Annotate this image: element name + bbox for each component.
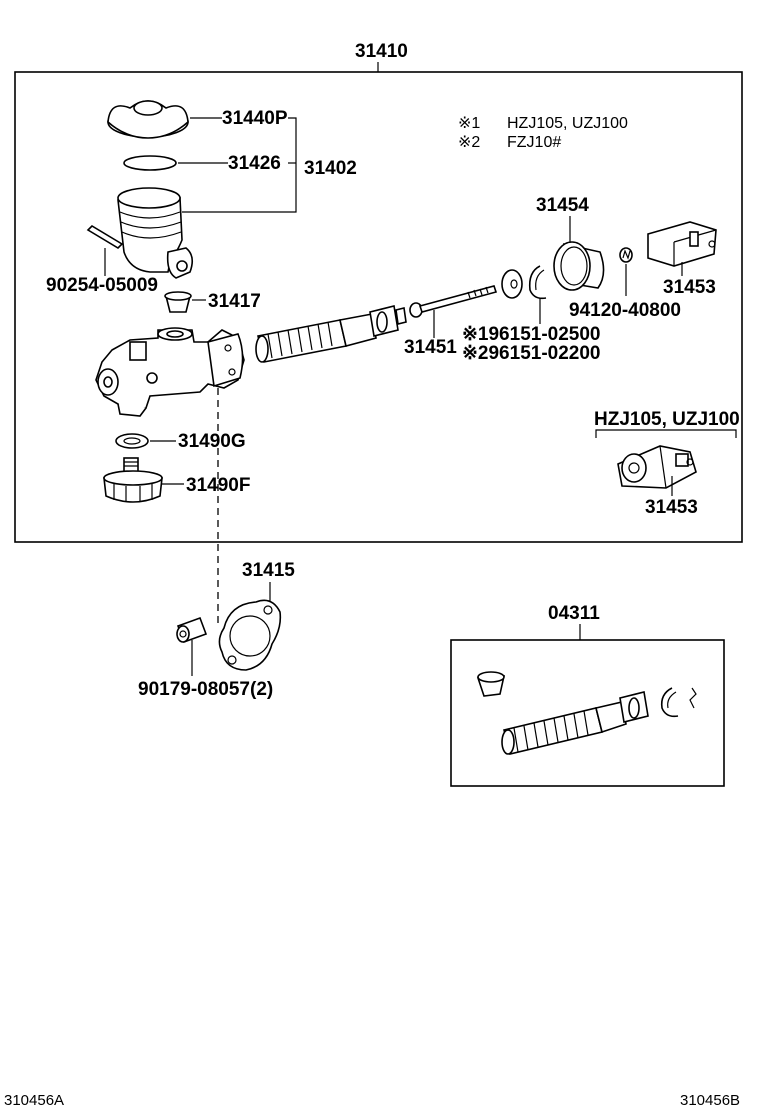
label-31454: 31454 <box>536 195 589 216</box>
label-31426: 31426 <box>228 153 281 174</box>
label-snap-ring-2: ※296151-02200 <box>462 343 600 364</box>
note-2-mark: ※2 <box>458 134 480 151</box>
kit-contents-drawing <box>476 671 697 755</box>
push-rod-drawing <box>418 285 498 313</box>
assembly-number: 31410 <box>355 41 408 62</box>
label-31490g: 31490G <box>178 431 246 452</box>
variant-bracket-label: HZJ105, UZJ100 <box>594 409 740 430</box>
note-1-text: HZJ105, UZJ100 <box>507 115 628 132</box>
grommet-drawing <box>164 291 192 313</box>
footer-right-code: 310456B <box>680 1092 740 1109</box>
label-31415: 31415 <box>242 560 295 581</box>
assembly-box <box>14 71 743 543</box>
kit-number: 04311 <box>548 603 600 624</box>
label-31440p: 31440P <box>222 108 288 129</box>
plug-drawing <box>103 457 163 503</box>
model-notes: ※1 HZJ105, UZJ100 ※2 FZJ10# <box>458 115 628 151</box>
flange-gasket-drawing <box>218 599 282 671</box>
footer-left-code: 310456A <box>4 1092 64 1109</box>
snap-ring-drawing <box>501 265 547 300</box>
gasket-ring-drawing <box>115 433 149 449</box>
label-snap-ring-1: ※196151-02500 <box>462 324 600 345</box>
pin-drawing <box>86 224 124 250</box>
label-31417: 31417 <box>208 291 261 312</box>
clip-drawing <box>619 247 633 263</box>
label-90179-08057: 90179-08057(2) <box>138 679 273 700</box>
connector-variant-drawing <box>617 445 697 489</box>
note-2-text: FZJ10# <box>507 134 561 151</box>
piston-cup-drawing <box>553 241 605 291</box>
reservoir-cap-drawing <box>107 100 189 139</box>
note-1-mark: ※1 <box>458 115 480 132</box>
kit-box <box>450 639 725 787</box>
label-31451: 31451 <box>404 337 457 358</box>
label-31402: 31402 <box>304 158 357 179</box>
gasket-drawing <box>123 155 177 171</box>
label-31453: 31453 <box>663 277 716 298</box>
reservoir-set-bracket <box>182 117 297 213</box>
connector-drawing <box>647 221 717 267</box>
nut-drawing <box>176 616 208 644</box>
reservoir-drawing <box>117 187 194 279</box>
label-94120-40800: 94120-40800 <box>569 300 681 321</box>
label-90254-05009: 90254-05009 <box>46 275 158 296</box>
variant-bracket-line <box>595 429 737 438</box>
piston-spring-drawing <box>255 302 423 363</box>
master-cylinder-drawing <box>95 327 245 417</box>
label-31453-variant: 31453 <box>645 497 698 518</box>
